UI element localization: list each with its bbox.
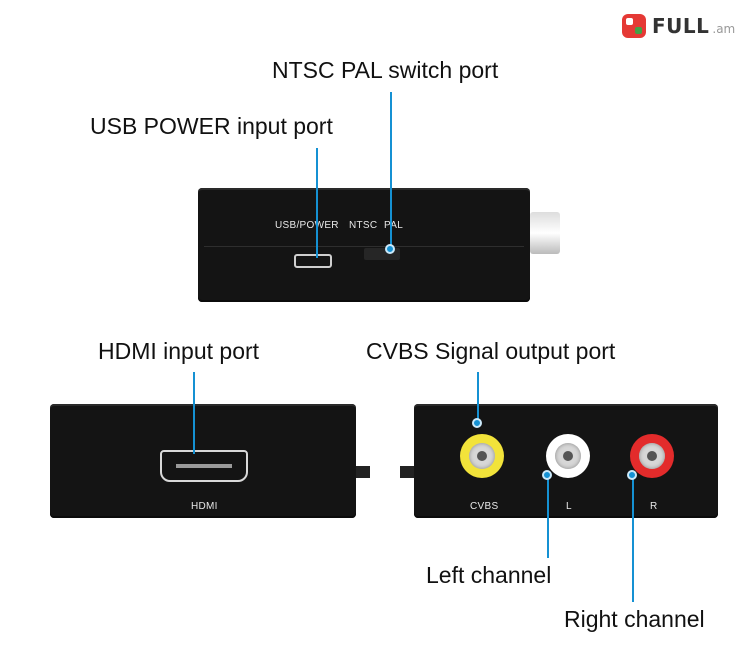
right-channel-callout: Right channel (564, 606, 705, 632)
left-channel-pointer (547, 476, 549, 558)
logo-brand: FULL (652, 14, 710, 38)
ntsc-pal-pointer (390, 92, 392, 248)
left-channel-pointer-dot (542, 470, 552, 480)
cvbs-yellow-jack (460, 434, 504, 478)
cvbs-pointer-dot (472, 418, 482, 428)
l-white-jack (546, 434, 590, 478)
r-jack-label: R (650, 501, 658, 512)
switch-nub-left (356, 466, 370, 478)
hdmi-input-callout: HDMI input port (98, 338, 260, 364)
converter-top-view: USB/POWER NTSC PAL (198, 188, 530, 302)
full-am-logo: FULL .am (622, 14, 735, 38)
hdmi-pins (176, 464, 232, 468)
switch-nub-right (400, 466, 416, 478)
hdmi-port-label: HDMI (191, 501, 218, 512)
l-jack-label: L (566, 501, 572, 512)
right-channel-pointer (632, 476, 634, 602)
cvbs-output-callout: CVBS Signal output port (366, 338, 616, 364)
ntsc-pal-pointer-dot (385, 244, 395, 254)
device-seam (204, 246, 524, 247)
hdmi-pointer (193, 372, 195, 454)
left-channel-callout: Left channel (426, 562, 552, 588)
logo-domain: .am (712, 22, 736, 36)
converter-hdmi-side: HDMI (50, 404, 356, 518)
usb-power-callout: USB POWER input port (90, 113, 333, 139)
pal-port-label: PAL (384, 220, 404, 231)
ntsc-pal-callout: NTSC PAL switch port (272, 57, 499, 83)
rca-jack-side-view (530, 212, 560, 254)
usb-power-pointer (316, 148, 318, 258)
cvbs-jack-label: CVBS (470, 501, 499, 512)
r-red-jack (630, 434, 674, 478)
converter-rca-side: CVBS L R (414, 404, 718, 518)
usb-power-port-label: USB/POWER (275, 220, 339, 231)
ntsc-port-label: NTSC (349, 220, 378, 231)
shopping-bag-logo-icon (622, 14, 646, 38)
right-channel-pointer-dot (627, 470, 637, 480)
cvbs-pointer (477, 372, 479, 422)
mini-usb-port (294, 254, 332, 268)
hdmi-port (160, 450, 248, 482)
